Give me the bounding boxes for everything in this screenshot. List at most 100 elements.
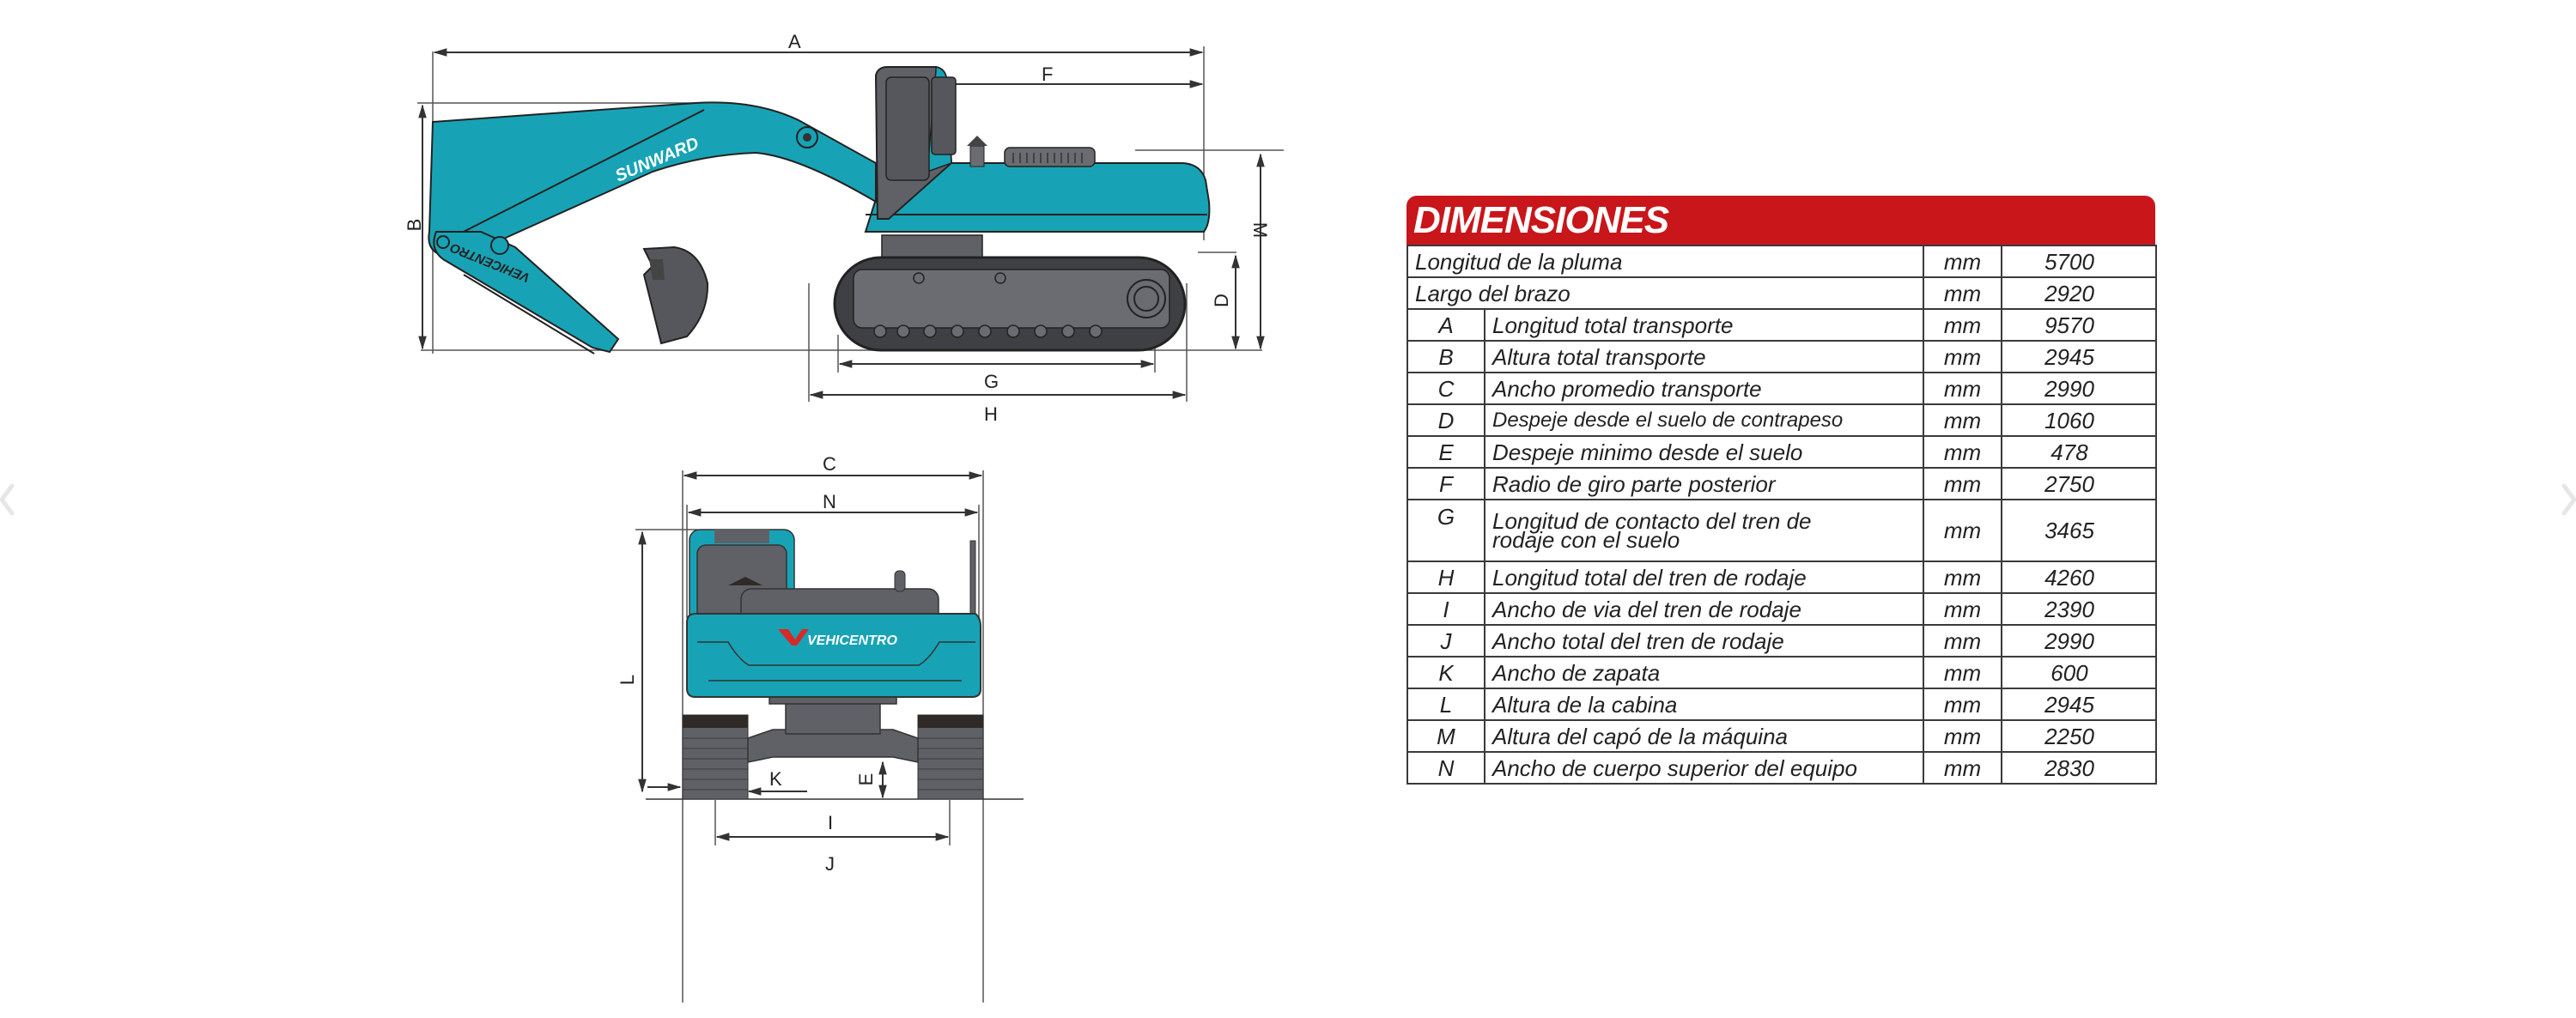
row-value: 2990 [2001, 372, 2157, 405]
table-row: Largo del brazo mm 2920 [1406, 276, 2157, 310]
row-letter: D [1406, 403, 1485, 437]
row-unit: mm [1923, 372, 2002, 405]
row-unit: mm [1923, 276, 2002, 310]
row-value: 2830 [2001, 751, 2157, 785]
dim-label-l: L [617, 675, 638, 685]
row-unit: mm [1923, 499, 2002, 562]
row-unit: mm [1923, 308, 2002, 342]
dimension-l: L [617, 529, 697, 793]
dimensions-spec-table: DIMENSIONES Longitud de la pluma mm 5700… [1406, 196, 2157, 785]
track-assembly [833, 234, 1187, 352]
row-unit: mm [1923, 719, 2002, 753]
dimension-n: N [686, 491, 980, 618]
row-unit: mm [1923, 403, 2002, 437]
row-value: 2990 [2001, 624, 2157, 657]
dimension-m: M [1135, 149, 1284, 350]
row-label: Altura del capó de la máquina [1484, 719, 1924, 753]
row-unit: mm [1923, 340, 2002, 373]
dimension-d: D [1198, 251, 1240, 350]
carousel-next-button[interactable] [2542, 474, 2576, 525]
chevron-left-icon [0, 483, 15, 516]
row-value: 4260 [2001, 561, 2157, 594]
rear-body: VEHICENTRO [686, 529, 981, 698]
dim-label-i: I [828, 812, 833, 833]
row-label: Largo del brazo [1406, 276, 1924, 310]
row-label: Longitud de la pluma [1406, 245, 1924, 278]
row-label: Longitud total transporte [1484, 308, 1924, 342]
dimension-e: E [855, 760, 887, 799]
dim-label-m: M [1249, 222, 1271, 238]
spec-table-title: DIMENSIONES [1413, 198, 1669, 241]
row-value: 5700 [2001, 245, 2157, 278]
rear-tracks [682, 686, 984, 800]
row-label: Radio de giro parte posterior [1484, 467, 1924, 500]
dim-label-j: J [825, 853, 835, 875]
row-value: 1060 [2001, 403, 2157, 437]
row-label: Altura total transporte [1484, 340, 1924, 373]
dim-label-n: N [823, 491, 836, 512]
row-label: Ancho de via del tren de rodaje [1484, 592, 1924, 626]
dim-label-d: D [1211, 294, 1232, 307]
row-label: Longitud de contacto del tren de rodaje … [1484, 499, 1924, 562]
row-label: Ancho promedio transporte [1484, 372, 1924, 405]
row-value: 2920 [2001, 276, 2157, 310]
row-letter: L [1406, 688, 1485, 721]
upper-structure [864, 66, 1211, 233]
rear-brand-vehicentro: VEHICENTRO [807, 633, 897, 648]
excavator-side-view-diagram: A F B M D G H [395, 17, 1357, 429]
row-value: 3465 [2001, 499, 2157, 562]
dim-label-k: K [769, 768, 782, 790]
row-letter: I [1406, 592, 1485, 626]
boom: SUNWARD [428, 101, 877, 258]
arm: VEHICENTRO [433, 231, 620, 354]
dim-label-h: H [984, 403, 998, 425]
row-unit: mm [1923, 656, 2002, 689]
row-value: 2390 [2001, 592, 2157, 626]
carousel-prev-button[interactable] [0, 474, 34, 525]
row-letter: K [1406, 656, 1485, 689]
spec-table-header: DIMENSIONES [1406, 196, 2155, 245]
dim-label-a: A [788, 31, 801, 52]
row-unit: mm [1923, 592, 2002, 626]
row-unit: mm [1923, 561, 2002, 594]
row-letter: J [1406, 624, 1485, 657]
row-letter: E [1406, 435, 1485, 469]
dim-label-b: B [404, 219, 425, 232]
row-value: 600 [2001, 656, 2157, 689]
row-letter: M [1406, 719, 1485, 753]
row-unit: mm [1923, 245, 2002, 278]
dimension-h: H [808, 283, 1188, 425]
row-letter: H [1406, 561, 1485, 594]
row-label: Longitud total del tren de rodaje [1484, 561, 1924, 594]
row-letter: A [1406, 308, 1485, 342]
row-letter: G [1406, 499, 1485, 562]
dim-label-f: F [1042, 64, 1053, 85]
row-value: 2250 [2001, 719, 2157, 753]
row-value: 2945 [2001, 340, 2157, 373]
dim-label-c: C [823, 453, 836, 475]
dimension-k: K [647, 768, 807, 796]
row-label: Despeje desde el suelo de contrapeso [1484, 403, 1924, 437]
dimension-i: I [714, 800, 951, 845]
row-letter: N [1406, 751, 1485, 785]
row-letter: C [1406, 372, 1485, 405]
dim-label-e: E [855, 773, 877, 786]
row-label: Despeje minimo desde el suelo [1484, 435, 1924, 469]
row-value: 9570 [2001, 308, 2157, 342]
row-label: Ancho de zapata [1484, 656, 1924, 689]
row-label: Ancho total del tren de rodaje [1484, 624, 1924, 657]
excavator-rear-view-diagram: C N L K E I J [601, 446, 1082, 1013]
row-value: 2750 [2001, 467, 2157, 500]
row-value: 2945 [2001, 688, 2157, 721]
